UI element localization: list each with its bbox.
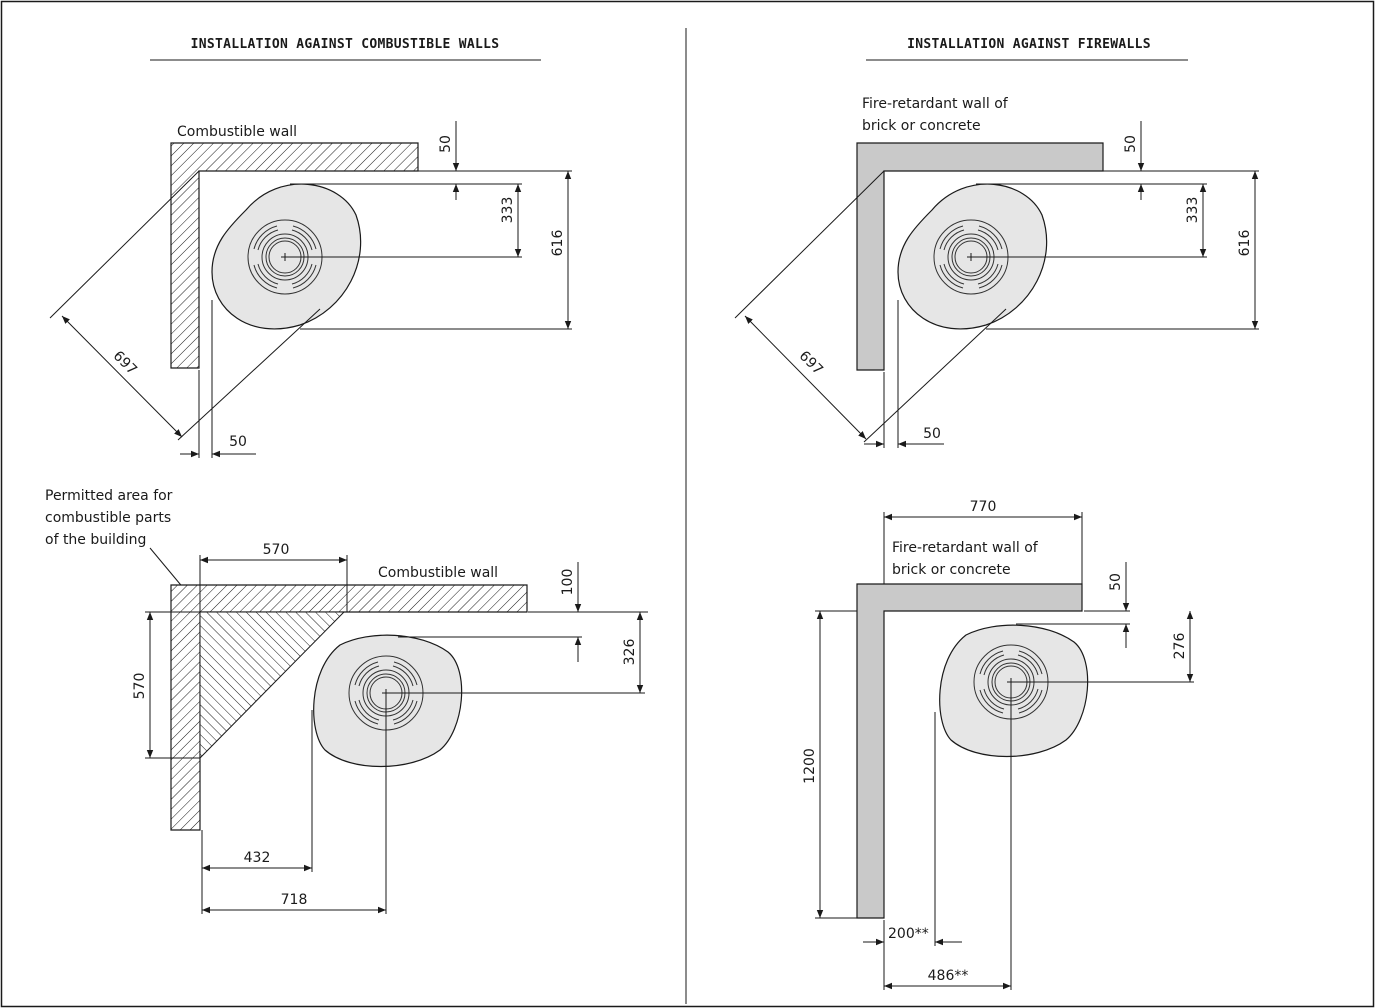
dim-fw-to-center-2: 276 [1172,633,1188,660]
dim-to-center: 333 [500,197,516,224]
dim-to-edge: 432 [244,850,271,866]
stove-body-4 [939,624,1089,758]
dim-fw-to-center-x: 486** [928,968,969,984]
dim-fw-width: 770 [970,499,997,515]
dim-diagonal: 697 [110,348,140,378]
dim-side-height: 570 [132,673,148,700]
firewall-label-1: Fire-retardant wall of [862,96,1009,112]
dim-fw-diagonal: 697 [796,348,826,378]
dim-fw-depth: 616 [1237,230,1253,257]
firewall-clearance-diagram: 770 Fire-retardant wall of brick or conc… [802,499,1194,990]
firewall-label-4: brick or concrete [892,562,1011,578]
dim-fw-to-center: 333 [1185,197,1201,224]
dim-gap-side: 50 [229,434,247,450]
combustible-corner-diagram: Combustible wall 50 333 616 697 50 [49,121,572,458]
dim-to-center-x: 718 [281,892,308,908]
combustible-wall-label-2: Combustible wall [378,565,498,581]
firewall-corner-diagram: Fire-retardant wall of brick or concrete… [734,96,1259,448]
combustible-wall-label: Combustible wall [177,124,297,140]
dim-fw-to-edge: 200** [888,926,929,942]
dim-gap-top: 50 [438,135,454,153]
dim-depth: 616 [550,230,566,257]
permitted-area-diagram: Permitted area for combustible parts of … [45,488,648,914]
dim-fw-gap-top-2: 50 [1108,573,1124,591]
permitted-area-label-1: Permitted area for [45,488,173,504]
firewall-label-2: brick or concrete [862,118,981,134]
right-panel-title: INSTALLATION AGAINST FIREWALLS [907,37,1151,52]
permitted-area-triangle [199,611,346,760]
firewall-label-3: Fire-retardant wall of [892,540,1039,556]
permitted-area-label-2: combustible parts [45,510,171,526]
stove-body-2 [313,634,463,768]
dim-top-width: 570 [263,542,290,558]
left-panel-title: INSTALLATION AGAINST COMBUSTIBLE WALLS [191,37,500,52]
dim-fw-gap-top: 50 [1123,135,1139,153]
dim-gap-top-2: 100 [560,569,576,596]
dim-to-center-2: 326 [622,639,638,666]
dim-fw-height: 1200 [802,748,818,784]
permitted-area-label-3: of the building [45,532,146,548]
dim-fw-gap-side: 50 [923,426,941,442]
